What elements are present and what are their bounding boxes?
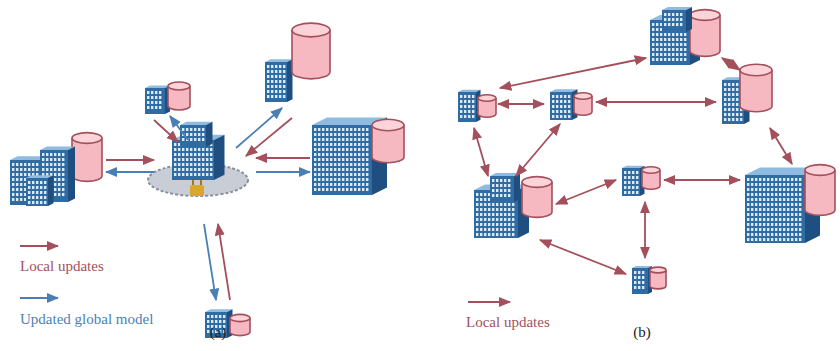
- database-cylinder: [292, 23, 330, 79]
- database-cylinder: [805, 165, 835, 216]
- update-arrow: [596, 101, 716, 103]
- database-cylinder: [372, 119, 404, 163]
- update-arrow: [516, 124, 560, 176]
- update-arrow: [556, 180, 616, 204]
- buildings: [10, 7, 835, 338]
- update-arrow: [644, 202, 646, 258]
- building-icon: [26, 175, 54, 206]
- update-arrow: [474, 128, 488, 176]
- legend-sample: [20, 245, 58, 247]
- database-cylinder: [478, 95, 496, 117]
- update-arrow: [204, 224, 216, 300]
- database-cylinder: [522, 177, 552, 218]
- database-cylinder: [72, 133, 102, 182]
- update-arrow: [170, 116, 188, 140]
- legend-sample: [20, 297, 58, 299]
- legend-text: Updated global model: [20, 311, 153, 328]
- update-arrow: [106, 171, 154, 173]
- database-cylinder: [230, 314, 250, 335]
- update-arrow: [256, 171, 310, 173]
- update-arrow: [498, 103, 544, 105]
- database-cylinder: [740, 64, 772, 112]
- database-cylinder: [642, 167, 660, 189]
- lock-icon: [190, 185, 204, 196]
- update-arrow: [236, 108, 282, 148]
- update-arrow: [246, 118, 292, 156]
- building-icon: [145, 86, 170, 115]
- database-cylinder: [574, 93, 592, 115]
- building-icon: [662, 7, 692, 32]
- arrows: [106, 58, 792, 300]
- building-icon: [265, 59, 293, 102]
- database-cylinder: [690, 10, 720, 57]
- building-icon: [622, 166, 645, 196]
- building-icon: [40, 147, 75, 203]
- update-arrow: [256, 157, 310, 159]
- legend-sample: [468, 301, 510, 303]
- panel-label: (b): [633, 324, 651, 341]
- update-arrow: [218, 224, 230, 300]
- update-arrow: [540, 240, 626, 274]
- building-icon: [632, 266, 652, 294]
- update-arrow: [500, 58, 646, 88]
- update-arrow: [722, 58, 740, 70]
- update-arrow: [770, 128, 792, 164]
- update-arrow: [106, 159, 154, 161]
- database-cylinder: [650, 267, 666, 289]
- legend-text: Local updates: [20, 258, 104, 275]
- panel-label: (a): [210, 324, 227, 341]
- update-arrow: [664, 179, 740, 181]
- building-icon: [490, 173, 520, 202]
- legend-text: Local updates: [466, 314, 550, 331]
- database-cylinder: [168, 82, 190, 110]
- building-icon: [458, 90, 481, 122]
